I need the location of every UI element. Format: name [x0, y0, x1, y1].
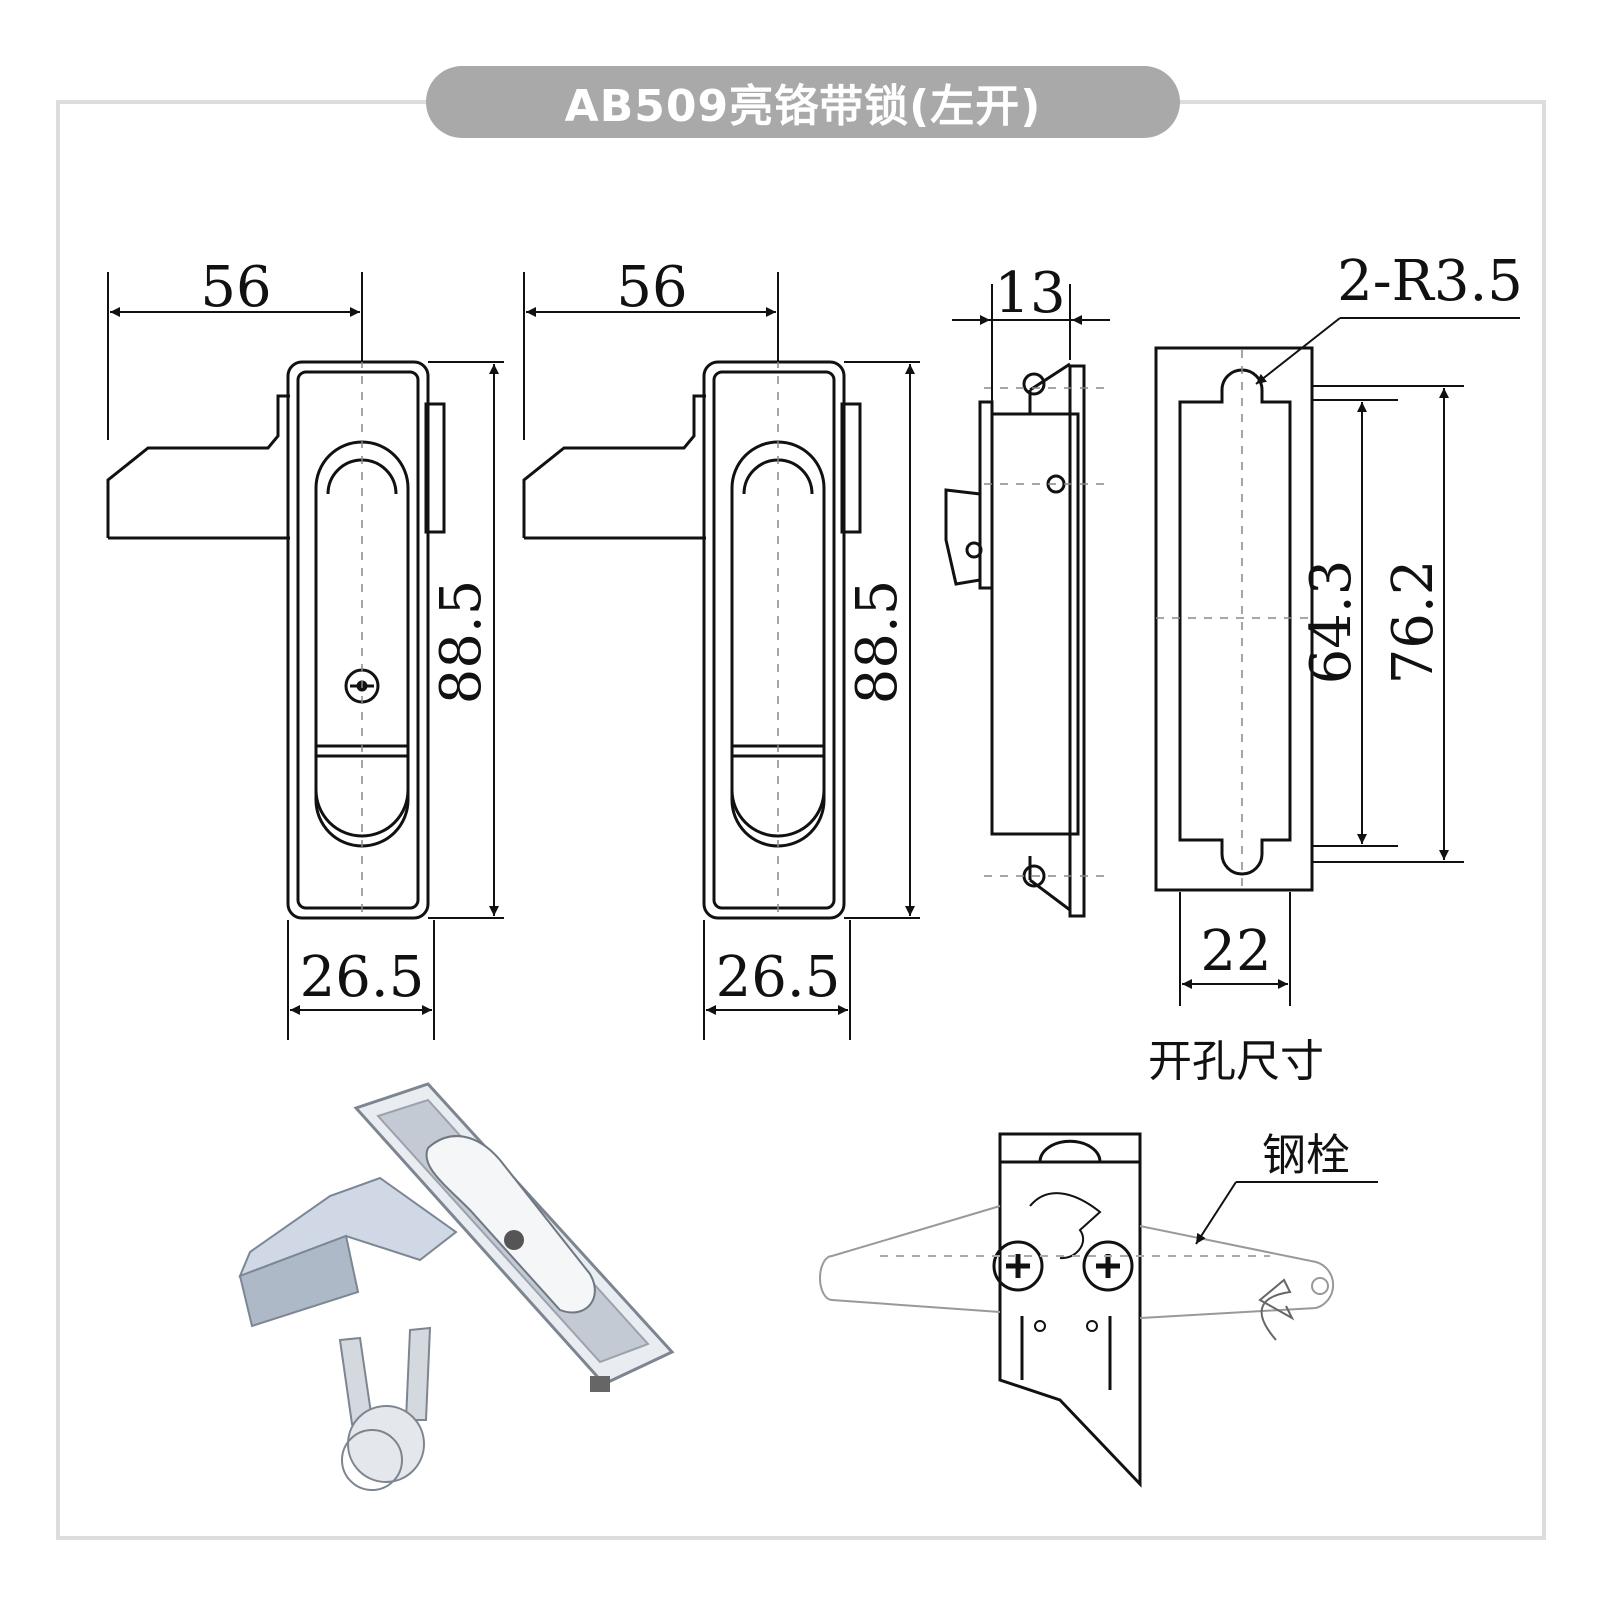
page-title: AB509亮铬带锁(左开)	[564, 81, 1042, 132]
bolt-view	[992, 1132, 1142, 1488]
side-view	[944, 362, 1110, 918]
front1-height-88-5: 88.5	[429, 580, 494, 705]
front1-width-26-5: 26.5	[300, 945, 425, 1010]
front1-width-56: 56	[200, 255, 271, 320]
cutout-dimensions	[1179, 317, 1520, 1006]
front2-width-56: 56	[616, 255, 687, 320]
side-depth-13: 13	[994, 261, 1065, 326]
bolt-label: 钢栓	[1262, 1130, 1350, 1181]
front-view-plain	[522, 360, 862, 920]
cutout-width: 22	[1200, 919, 1271, 984]
front-view-1-dimensions	[107, 272, 504, 1040]
cutout-radius: 2-R3.5	[1337, 249, 1523, 314]
front-view-2-dimensions	[523, 272, 920, 1040]
front-view-with-lock	[106, 360, 446, 920]
product-photo	[238, 1082, 675, 1491]
side-view-dimensions	[952, 284, 1110, 410]
cutout-inner-length: 64.3	[1299, 560, 1364, 685]
cutout-outer-length: 76.2	[1381, 560, 1446, 685]
front2-width-26-5: 26.5	[716, 945, 841, 1010]
front2-height-88-5: 88.5	[845, 580, 910, 705]
cutout-view	[1154, 346, 1314, 892]
bolt-leader	[1195, 1181, 1378, 1245]
bolt-lever	[819, 1205, 1335, 1341]
key-icon	[338, 1326, 432, 1491]
title-banner: AB509亮铬带锁(左开)	[426, 66, 1180, 138]
cutout-caption: 开孔尺寸	[1148, 1036, 1324, 1087]
